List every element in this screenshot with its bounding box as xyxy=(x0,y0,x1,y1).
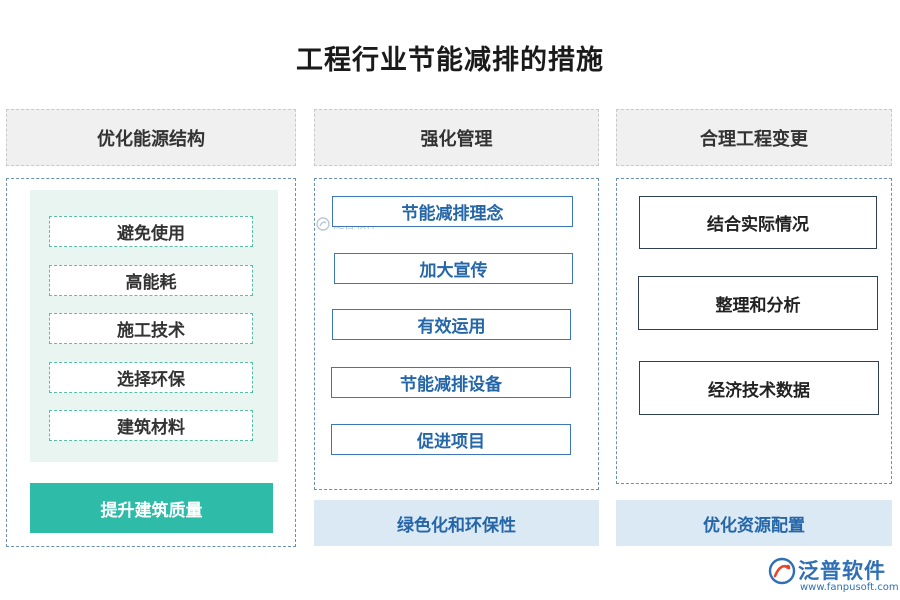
column-3-result: 优化资源配置 xyxy=(616,500,892,546)
column-heading-management: 强化管理 xyxy=(314,109,599,166)
brand-logo-url: www.fanpusoft.com xyxy=(800,582,899,593)
column-3-container xyxy=(616,178,892,484)
column-3-item: 结合实际情况 xyxy=(639,196,877,249)
column-3-item: 整理和分析 xyxy=(638,276,878,330)
column-1-item: 避免使用 xyxy=(49,216,253,247)
column-1-container xyxy=(6,178,296,547)
column-2-item: 促进项目 xyxy=(331,424,571,455)
column-1-item: 选择环保 xyxy=(49,362,253,393)
column-3-item: 经济技术数据 xyxy=(639,361,879,415)
column-2-item: 节能减排设备 xyxy=(331,367,571,398)
column-heading-engineering-change: 合理工程变更 xyxy=(616,109,892,166)
logo-mark-icon xyxy=(316,217,330,231)
brand-logo: 泛普软件 www.fanpusoft.com xyxy=(768,553,899,597)
column-1-item: 高能耗 xyxy=(49,265,253,296)
column-2-item: 有效运用 xyxy=(332,309,571,340)
brand-logo-name: 泛普软件 xyxy=(798,559,886,583)
column-1-item: 施工技术 xyxy=(49,313,253,344)
brand-logo-icon xyxy=(768,557,796,585)
column-1-result: 提升建筑质量 xyxy=(30,483,273,533)
diagram-title: 工程行业节能减排的措施 xyxy=(296,45,604,76)
column-1-item: 建筑材料 xyxy=(49,410,253,441)
column-2-container xyxy=(314,178,599,490)
column-heading-energy-structure: 优化能源结构 xyxy=(6,109,296,166)
column-2-item: 节能减排理念 xyxy=(332,196,573,227)
column-2-item: 加大宣传 xyxy=(334,253,573,284)
column-2-result: 绿色化和环保性 xyxy=(314,500,599,546)
